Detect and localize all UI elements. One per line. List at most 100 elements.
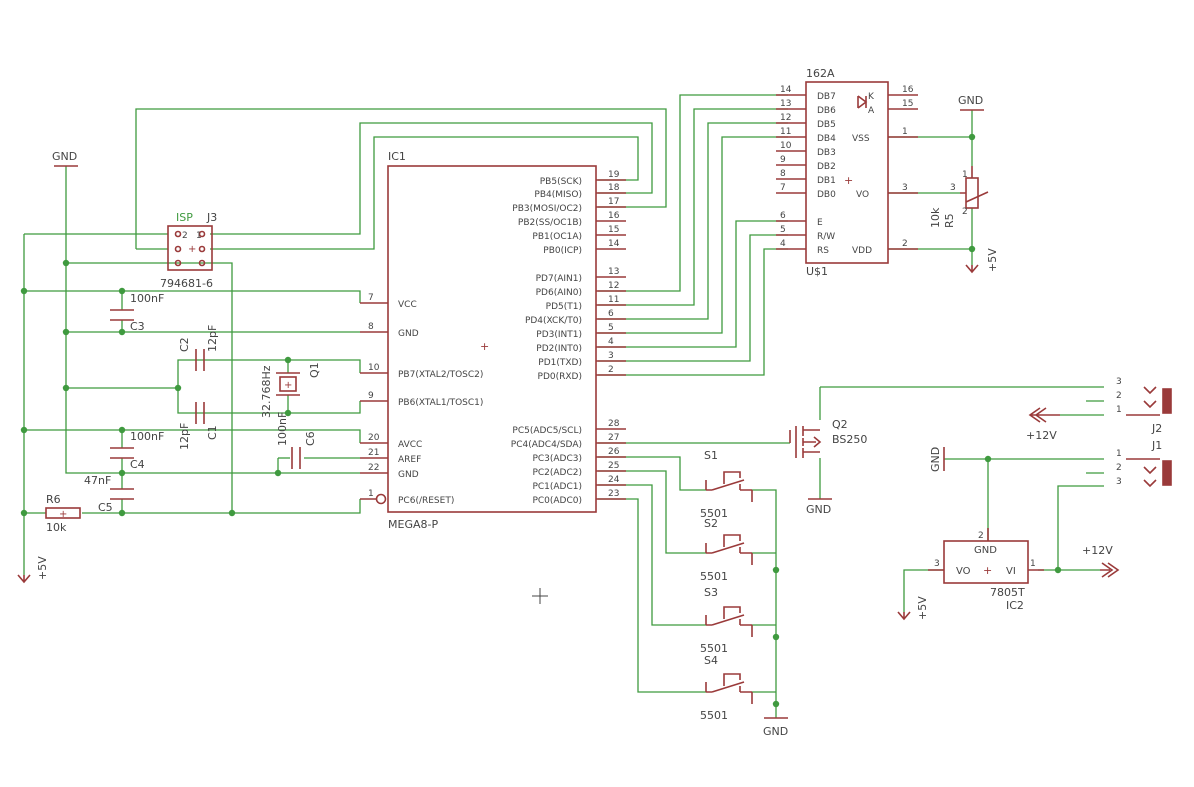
isp-header-j3[interactable]: + ISP J3 794681-6 2 1 [160,211,217,290]
j2-pin1: 1 [1116,405,1122,415]
lcd-pin-name: DB5 [817,120,836,130]
lcd-pin-number: 2 [902,239,908,249]
capacitor-c2[interactable]: C2 12pF [178,325,219,371]
junction-dot [1054,566,1062,574]
ic1-pin-name: PC4(ADC4/SDA) [511,440,582,450]
regulator-ic2[interactable]: GND VO VI + 3 2 1 7805T IC2 [928,528,1044,612]
switch-name: S3 [704,586,718,599]
switch-value: 5501 [700,570,728,583]
mosfet-q2[interactable]: Q2 BS250 [789,418,867,458]
ic1-pin-number: 14 [608,239,620,249]
ic1-pin-number: 1 [368,489,374,499]
c4-value: 100nF [130,430,164,443]
crystal-q1[interactable]: + 32.768Hz Q1 [260,362,321,418]
lcd-pin-number: 11 [780,127,791,137]
ic1-pin-name: PB6(XTAL1/TOSC1) [398,398,483,408]
svg-text:+: + [284,380,292,391]
c5-name: C5 [98,501,113,514]
ic1-pin-name: PB7(XTAL2/TOSC2) [398,370,483,380]
ic1-pin-number: 25 [608,461,619,471]
capacitor-c3[interactable]: 100nF C3 [110,292,164,333]
c1-value: 12pF [178,423,191,450]
lcd-162a[interactable]: 162A U$1 + DB714DB613DB512DB411DB310DB29… [776,67,918,278]
j2-pin2: 2 [1116,391,1122,401]
junction-dot [118,426,126,434]
ic1-pin-name: PD5(T1) [546,302,582,312]
ic1-pin-name: PD0(RXD) [538,372,582,382]
c6-name: C6 [304,431,317,446]
connector-j1[interactable]: 1 2 3 J1 [1116,439,1172,488]
ic1-pin-number: 18 [608,183,620,193]
lcd-pin-number: 16 [902,85,914,95]
junction-dot [228,509,236,517]
switch-name: S1 [704,449,718,462]
j1-name: J1 [1151,439,1162,452]
lcd-value: 162A [806,67,835,80]
ic1-left-pins: VCC7GND8PB7(XTAL2/TOSC2)10PB6(XTAL1/TOSC… [368,293,483,506]
ic1-pin-name: PD1(TXD) [538,358,582,368]
ic1-pin-number: 13 [608,267,619,277]
backlight-diode-icon [857,95,868,109]
lcd-pin-name: A [868,106,875,116]
ic1-pin-number: 11 [608,295,619,305]
lcd-pin-number: 4 [780,239,786,249]
v5-left-label: +5V [36,556,49,580]
lcd-pin-name: DB3 [817,148,836,158]
potentiometer-r5[interactable]: 1 2 3 10k R5 [929,166,989,228]
lcd-pin-number: 6 [780,211,786,221]
junction-dot [20,287,28,295]
capacitor-c1[interactable]: 12pF C1 [178,402,219,450]
ic2-gnd-label: GND [974,545,997,556]
c3-name: C3 [130,320,145,333]
lcd-pin-number: 13 [780,99,791,109]
connector-j2[interactable]: 3 2 1 J2 [1116,377,1172,435]
c3-value: 100nF [130,292,164,305]
ic1-pin-name: GND [398,329,419,339]
ic1-pin-name: PC0(ADC0) [532,496,582,506]
ic1-pin-number: 10 [368,363,380,373]
ic1-pin-name: PB0(ICP) [543,246,582,256]
r5-name: R5 [943,213,956,228]
r6-name: R6 [46,493,61,506]
ic1-pin-number: 12 [608,281,619,291]
ic1-pin-number: 20 [368,433,380,443]
r5-pin3: 3 [950,183,956,193]
r5-pin2: 2 [962,207,968,217]
lcd-pin-name: R/W [817,232,835,242]
junction-dot [118,469,126,477]
junction-dot [984,455,992,463]
junction-dot [62,384,70,392]
ic1-pin-name: PB4(MISO) [534,190,582,200]
junction-dot [284,356,292,364]
lcd-left-pins: DB714DB613DB512DB411DB310DB29DB18DB07E6R… [776,85,836,256]
c6-value: 100nF [276,412,289,446]
switch-contact-icon [705,673,753,704]
ic1-pin-name: PC6(/RESET) [398,496,454,506]
junction-dot [62,328,70,336]
ic1-pin-number: 4 [608,337,614,347]
j1-pin2: 2 [1116,463,1122,473]
junction-dot [274,469,282,477]
lcd-pin-name: DB2 [817,162,836,172]
lcd-pin-number: 12 [780,113,791,123]
ic1-pin-number: 2 [608,365,614,375]
lcd-pin-name: DB4 [817,134,836,144]
svg-text:+: + [480,340,489,353]
ic1-pin-name: PB3(MOSI/OC2) [512,204,582,214]
capacitor-c6[interactable]: 100nF C6 [276,412,317,469]
junction-dot [284,409,292,417]
ic1-pin-name: PD6(AIN0) [536,288,582,298]
pushbutton-s1[interactable]: S1 5501 [700,449,753,520]
ic1-pin-number: 23 [608,489,619,499]
lcd-pin-number: 5 [780,225,786,235]
ic1-mega8[interactable]: IC1 MEGA8-P + VCC7GND8PB7(XTAL2/TOSC2)10… [360,150,626,531]
resistor-r6[interactable]: + R6 10k [45,493,81,534]
capacitor-c4[interactable]: 100nF C4 [110,430,164,471]
capacitor-c5[interactable]: 47nF C5 [84,474,134,514]
switch-value: 5501 [700,507,728,520]
ic1-pin-name: PC3(ADC3) [532,454,582,464]
